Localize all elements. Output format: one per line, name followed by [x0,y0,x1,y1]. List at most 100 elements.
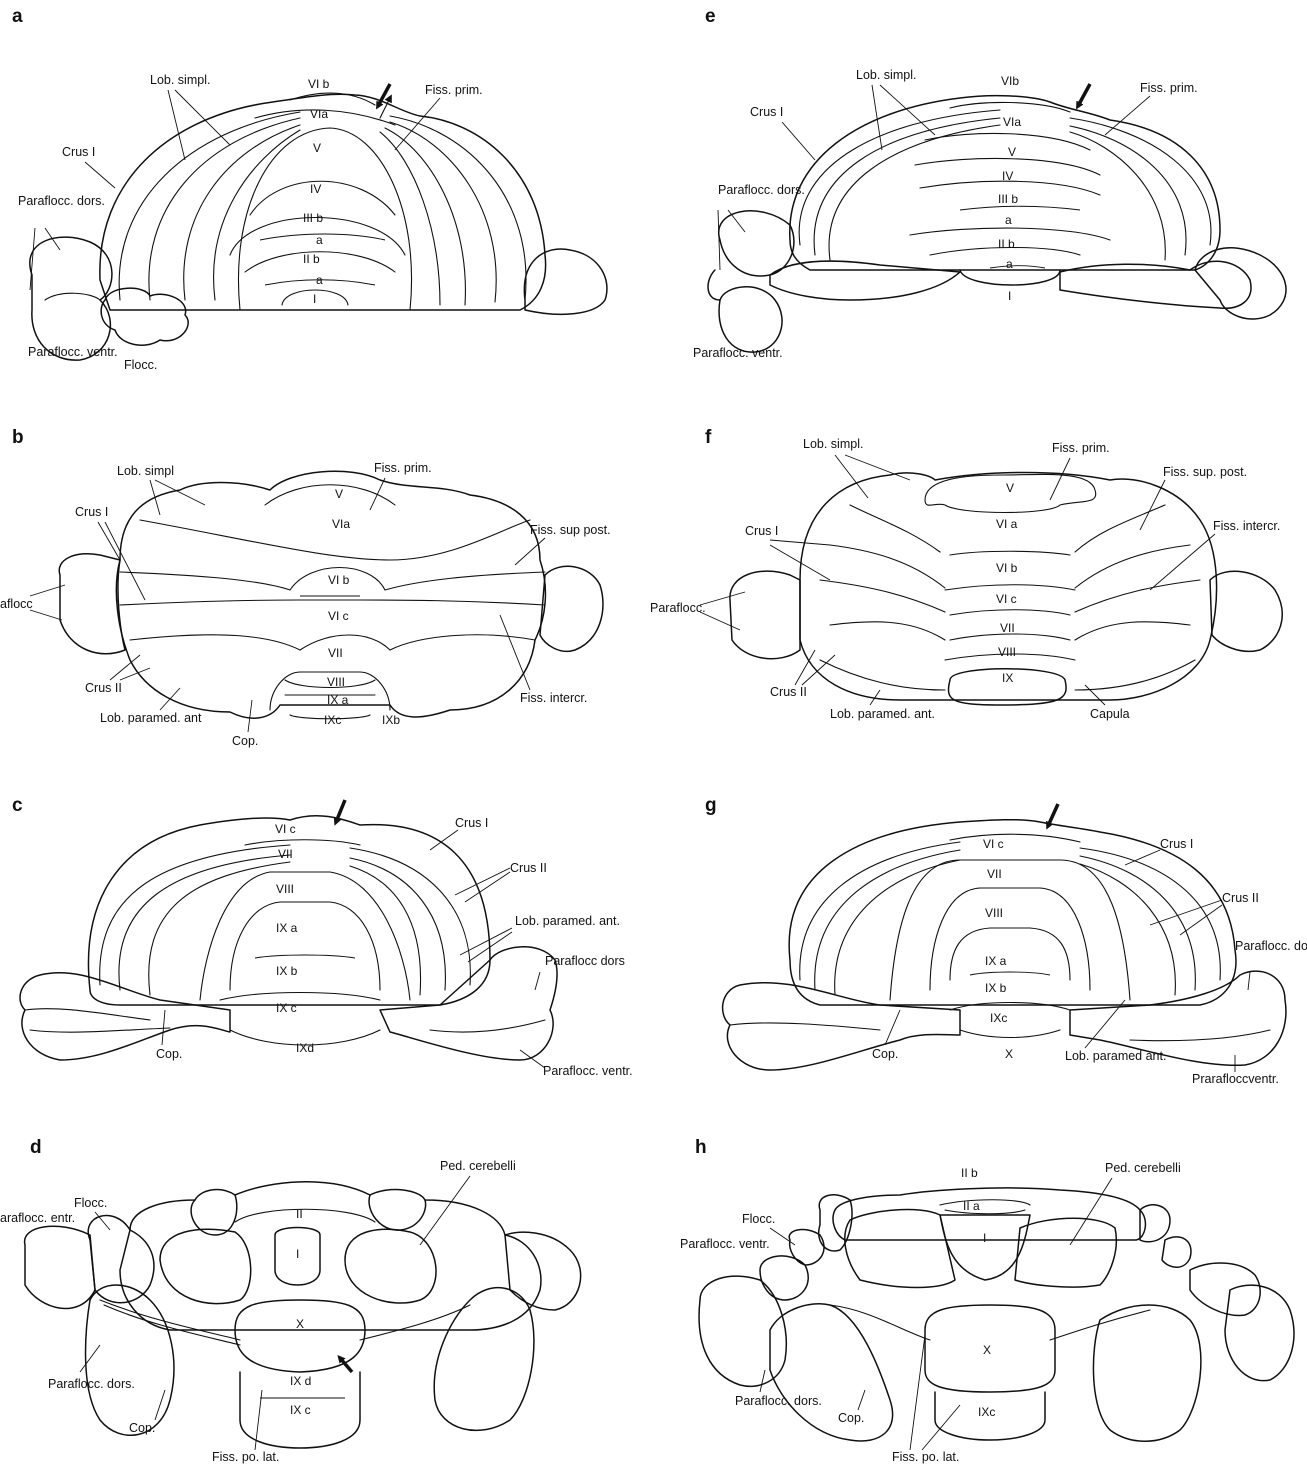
label-e-a1: a [1005,213,1012,227]
label-h-ped-cerebelli: Ped. cerebelli [1105,1161,1181,1175]
label-b-fiss-prim: Fiss. prim. [374,461,432,475]
label-h-iia: II a [963,1199,980,1213]
label-c-lob-paramed: Lob. paramed. ant. [515,914,620,928]
panel-letter-f: f [705,427,712,448]
panel-letter-d: d [30,1137,42,1158]
label-e-iiib: III b [998,192,1018,206]
label-h-iib: II b [961,1166,978,1180]
label-a-via: VIa [310,107,328,121]
label-e-via: VIa [1003,115,1021,129]
label-b-ixc: IXc [324,713,341,727]
panel-d: d II I X IX d IX c Ped. cerebelli Flocc. [0,1137,581,1464]
panel-letter-h: h [695,1137,707,1158]
label-a-vib: VI b [308,77,330,91]
label-g-ixa: IX a [985,954,1007,968]
label-e-fiss-prim: Fiss. prim. [1140,81,1198,95]
label-c-viii: VIII [276,882,294,896]
label-g-viii: VIII [985,906,1003,920]
label-b-vic: VI c [328,609,349,623]
label-d-paraflocc-dors: Paraflocc. dors. [48,1377,135,1391]
label-c-ixa: IX a [276,921,298,935]
panel-h: h II b II a I X IXc Ped. cerebelli Flocc… [680,1137,1294,1464]
label-g-lob-paramed: Lob. paramed ant. [1065,1049,1166,1063]
label-h-x: X [983,1343,991,1357]
label-c-crus-ii: Crus II [510,861,547,875]
label-c-ixb: IX b [276,964,298,978]
label-c-cop: Cop. [156,1047,182,1061]
panel-f: f V VI a VI b VI c VII VIII IX Lob. simp… [650,427,1282,721]
label-d-paraflocc-ventr: araflocc. entr. [0,1211,75,1225]
label-f-vic: VI c [996,592,1017,606]
label-d-x: X [296,1317,304,1331]
label-g-x: X [1005,1047,1013,1061]
label-h-paraflocc-ventr: Paraflocc. ventr. [680,1237,770,1251]
label-a-v: V [313,141,321,155]
label-e-paraflocc-ventr: Paraflocc. ventr. [693,346,783,360]
panel-letter-e: e [705,6,716,27]
label-d-cop: Cop. [129,1421,155,1435]
label-e-iv: IV [1002,169,1013,183]
panel-b: b V VIa VI b VI c VII VIII IX a IXc IXb … [0,427,611,748]
label-b-viii: VIII [327,675,345,689]
label-d-ixd: IX d [290,1374,311,1388]
arrow-icon [1078,84,1090,106]
label-g-crus-ii: Crus II [1222,891,1259,905]
label-f-viii: VIII [998,645,1016,659]
panel-letter-c: c [12,795,23,816]
panel-a: a VI b VIa V IV III [12,6,607,372]
label-g-ixc: IXc [990,1011,1007,1025]
label-b-lob-paramed: Lob. paramed. ant [100,711,202,725]
label-b-ixa: IX a [327,693,349,707]
label-b-fiss-sup-post: Fiss. sup post. [530,523,611,537]
label-b-paraflocc: aflocc [0,597,33,611]
panel-letter-b: b [12,427,24,448]
label-d-ii: II [296,1207,303,1221]
label-b-vii: VII [328,646,343,660]
label-a-crus: Crus I [62,145,95,159]
label-c-paraflocc-dors: Paraflocc dors [545,954,625,968]
label-c-vii: VII [278,847,293,861]
label-h-flocc: Flocc. [742,1212,775,1226]
label-f-capula: Capula [1090,707,1130,721]
label-a-flocc: Flocc. [124,358,157,372]
label-g-vii: VII [987,867,1002,881]
label-e-lob-simpl: Lob. simpl. [856,68,916,82]
label-b-v: V [335,487,343,501]
label-e-paraflocc-dors: Paraflocc. dors. [718,183,805,197]
label-c-ixc: IX c [276,1001,297,1015]
label-e-v: V [1008,145,1016,159]
label-c-crus-i: Crus I [455,816,488,830]
label-f-v: V [1006,481,1014,495]
label-a-iib: II b [303,252,320,266]
label-b-vib: VI b [328,573,350,587]
label-f-fiss-prim: Fiss. prim. [1052,441,1110,455]
label-h-cop: Cop. [838,1411,864,1425]
label-g-vic: VI c [983,837,1004,851]
label-e-vib: VIb [1001,74,1019,88]
label-e-a2: a [1006,257,1013,271]
label-f-via: VI a [996,517,1018,531]
panel-letter-g: g [705,795,717,816]
label-c-paraflocc-ventr: Paraflocc. ventr. [543,1064,633,1078]
label-b-via: VIa [332,517,350,531]
label-b-crus-ii: Crus II [85,681,122,695]
panel-e: e VIb VIa V IV III b a II b a I Lob. sim [693,6,1286,360]
label-h-paraflocc-dors: Paraflocc. dors. [735,1394,822,1408]
label-f-crus-i: Crus I [745,524,778,538]
label-f-paraflocc: Paraflocc. [650,601,706,615]
label-g-crus-i: Crus I [1160,837,1193,851]
label-f-vii: VII [1000,621,1015,635]
label-b-crus-i: Crus I [75,505,108,519]
label-d-ixc: IX c [290,1403,311,1417]
label-e-iib: II b [998,237,1015,251]
label-g-ixb: IX b [985,981,1007,995]
label-c-vic: VI c [275,822,296,836]
panel-g: g VI c VII VIII IX a IX b IXc X Crus I C… [705,795,1307,1086]
panel-letter-a: a [12,6,23,27]
label-h-fiss-po-lat: Fiss. po. lat. [892,1450,959,1464]
label-b-cop: Cop. [232,734,258,748]
label-b-lob-simpl: Lob. simpl [117,464,174,478]
label-d-fiss-po-lat: Fiss. po. lat. [212,1450,279,1464]
label-f-lob-paramed: Lob. paramed. ant. [830,707,935,721]
